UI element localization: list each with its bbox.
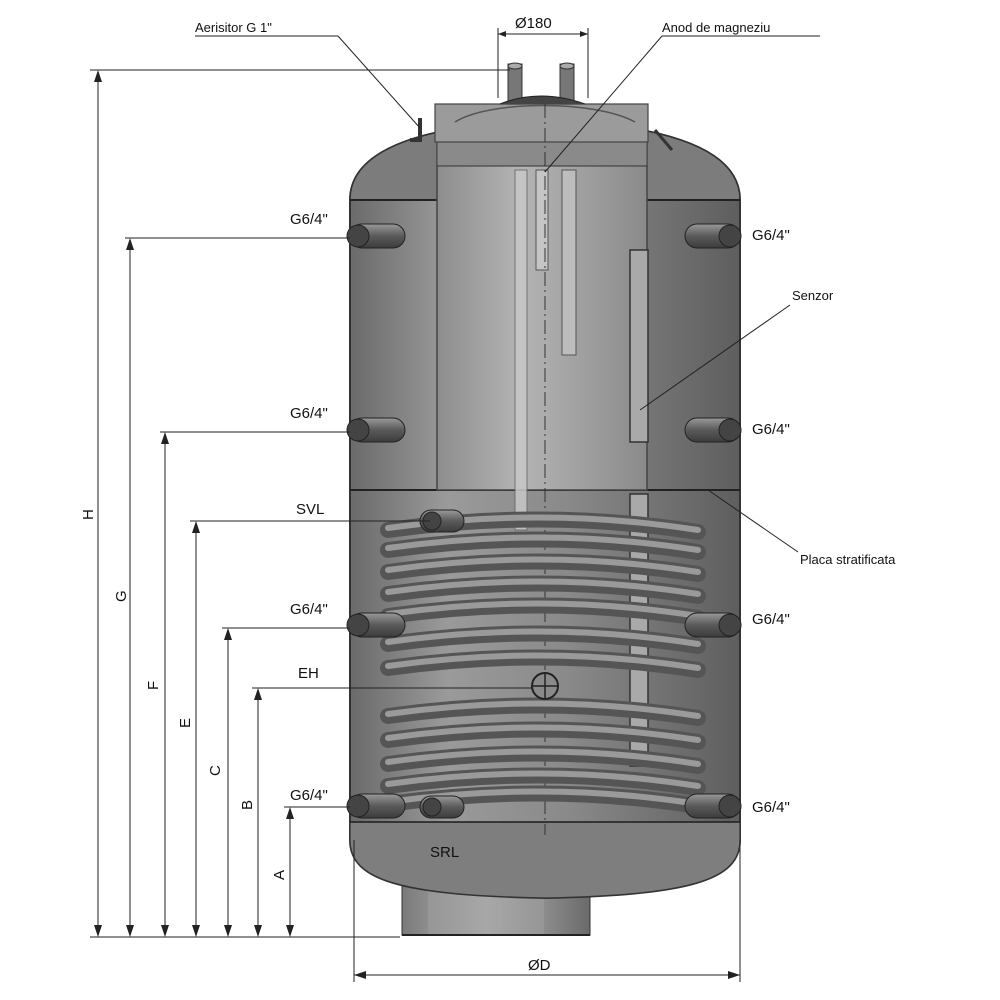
connection-stubs (346, 223, 742, 819)
conn-left-2: G6/4" (290, 405, 328, 422)
dim-b-label: B (239, 800, 256, 810)
dim-a-label: A (271, 870, 288, 880)
conn-right-1: G6/4" (752, 227, 790, 244)
svl-label: SVL (296, 501, 324, 518)
top-diameter-label: Ø180 (515, 15, 552, 32)
dim-c-label: C (207, 765, 224, 776)
sensor-label: Senzor (792, 288, 834, 303)
right-annotations: Senzor Placa stratificata (639, 288, 896, 567)
srl-label: SRL (430, 844, 459, 861)
dim-h-label: H (80, 509, 97, 520)
diameter-label: ØD (528, 957, 551, 974)
connection-labels: G6/4" G6/4" G6/4" G6/4" G6/4" G6/4" G6/4… (290, 211, 790, 861)
conn-left-1: G6/4" (290, 211, 328, 228)
heat-exchanger-coil (380, 509, 706, 819)
anode-label: Anod de magneziu (662, 20, 770, 35)
height-dimensions: H G F E C B A (80, 69, 532, 938)
anode-rod (535, 169, 549, 271)
diameter-dimension: ØD (353, 840, 741, 982)
dim-e-label: E (177, 718, 194, 728)
conn-right-4: G6/4" (752, 799, 790, 816)
top-diameter-dimension: Ø180 (497, 15, 589, 98)
eh-label: EH (298, 665, 319, 682)
conn-right-3: G6/4" (752, 611, 790, 628)
conn-right-2: G6/4" (752, 421, 790, 438)
conn-left-4: G6/4" (290, 787, 328, 804)
sensor-pockets (629, 249, 649, 767)
dim-g-label: G (113, 590, 130, 602)
top-annotations: Aerisitor G 1" Anod de magneziu (195, 20, 820, 173)
top-fittings (410, 62, 674, 835)
air-vent-label: Aerisitor G 1" (195, 20, 272, 35)
inner-tank (434, 103, 649, 491)
conn-left-3: G6/4" (290, 601, 328, 618)
stratification-plate-label: Placa stratificata (800, 552, 896, 567)
dim-f-label: F (145, 681, 162, 690)
air-vent-icon (410, 118, 422, 142)
